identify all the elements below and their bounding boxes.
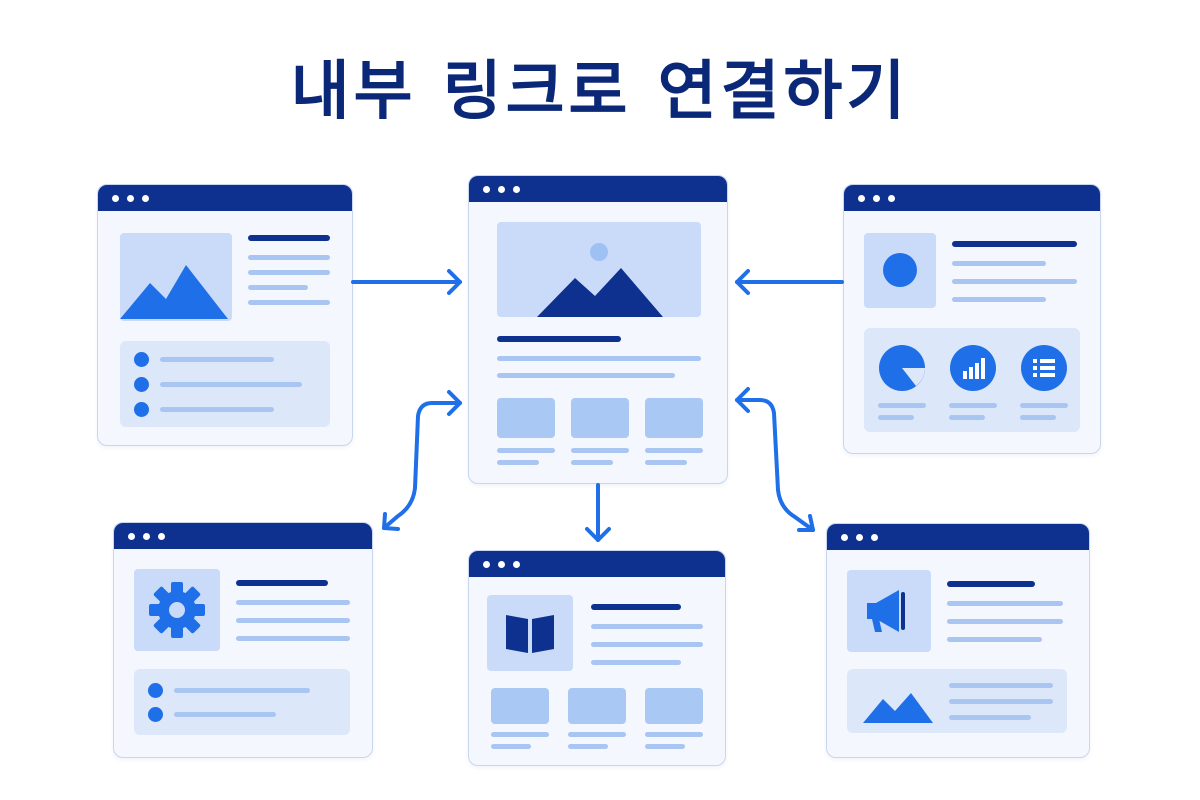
bar-chart-icon xyxy=(950,345,996,391)
arrow-hub-to-settings xyxy=(382,390,462,531)
list-panel xyxy=(134,669,350,735)
list-bullet xyxy=(134,352,149,367)
arrow-left-top-to-hub xyxy=(351,269,462,295)
page-title: 내부 링크로 연결하기 xyxy=(290,55,910,129)
text-line xyxy=(949,715,1031,720)
caption-line xyxy=(645,732,703,737)
content-tile xyxy=(645,688,703,724)
caption-line xyxy=(878,415,914,420)
text-line xyxy=(952,261,1046,266)
media-panel xyxy=(847,669,1067,733)
book-page-window xyxy=(468,550,726,766)
text-line xyxy=(952,297,1046,302)
text-line xyxy=(248,285,308,290)
text-line xyxy=(236,600,350,605)
caption-line xyxy=(571,460,613,465)
caption-line xyxy=(645,460,687,465)
circle-icon xyxy=(883,253,917,287)
list-bullet xyxy=(134,402,149,417)
window-title-bar xyxy=(844,185,1100,211)
list-icon xyxy=(1021,345,1067,391)
arrow-hub-to-book xyxy=(585,483,611,542)
content-tile xyxy=(497,398,555,438)
arrow-hub-to-announcement xyxy=(735,387,815,532)
image-placeholder xyxy=(487,595,573,671)
text-line xyxy=(591,642,703,647)
text-line xyxy=(949,699,1053,704)
caption-line xyxy=(645,744,685,749)
list-line xyxy=(160,357,274,362)
list-line xyxy=(174,712,276,717)
mountain-image-icon xyxy=(863,693,933,723)
image-placeholder xyxy=(120,233,232,321)
window-title-bar xyxy=(469,176,727,202)
list-bullet xyxy=(134,377,149,392)
image-placeholder xyxy=(864,233,936,308)
list-bullet xyxy=(148,683,163,698)
caption-line xyxy=(1020,403,1068,408)
text-line xyxy=(947,601,1063,606)
settings-page-window xyxy=(113,522,373,758)
caption-line xyxy=(491,744,531,749)
list-bullet xyxy=(148,707,163,722)
window-title-bar xyxy=(98,185,352,211)
text-line xyxy=(248,255,330,260)
text-line xyxy=(497,356,701,361)
caption-line xyxy=(491,732,549,737)
caption-line xyxy=(568,732,626,737)
text-line xyxy=(952,279,1077,284)
hero-image-placeholder xyxy=(497,222,701,317)
content-tile xyxy=(568,688,626,724)
right-top-page-window xyxy=(843,184,1101,454)
text-line xyxy=(236,636,350,641)
text-line xyxy=(497,373,675,378)
megaphone-icon xyxy=(867,590,905,632)
caption-line xyxy=(645,448,703,453)
caption-line xyxy=(878,403,926,408)
heading-line xyxy=(236,580,328,586)
content-tile xyxy=(571,398,629,438)
caption-line xyxy=(949,415,985,420)
window-title-bar xyxy=(114,523,372,549)
stats-panel xyxy=(864,328,1080,432)
book-icon xyxy=(506,615,554,653)
list-line xyxy=(160,382,302,387)
image-placeholder xyxy=(847,570,931,652)
mountain-image-icon xyxy=(120,265,228,319)
window-title-bar xyxy=(827,524,1089,550)
announcement-page-window xyxy=(826,523,1090,758)
heading-line xyxy=(947,581,1035,587)
center-hub-page-window xyxy=(468,175,728,484)
mountain-image-icon xyxy=(537,243,663,317)
caption-line xyxy=(571,448,629,453)
text-line xyxy=(236,618,350,623)
caption-line xyxy=(497,460,539,465)
caption-line xyxy=(1020,415,1056,420)
gear-icon xyxy=(149,582,205,638)
pie-chart-icon xyxy=(879,345,925,391)
list-line xyxy=(160,407,274,412)
caption-line xyxy=(497,448,555,453)
heading-line xyxy=(591,604,681,610)
text-line xyxy=(591,624,703,629)
left-top-page-window xyxy=(97,184,353,446)
window-title-bar xyxy=(469,551,725,577)
heading-line xyxy=(952,241,1077,247)
text-line xyxy=(947,637,1042,642)
content-tile xyxy=(491,688,549,724)
content-tile xyxy=(645,398,703,438)
list-line xyxy=(174,688,310,693)
image-placeholder xyxy=(134,569,220,651)
text-line xyxy=(947,619,1063,624)
text-line xyxy=(248,300,330,305)
caption-line xyxy=(568,744,608,749)
heading-line xyxy=(248,235,330,241)
arrow-right-top-to-hub xyxy=(735,269,844,295)
text-line xyxy=(949,683,1053,688)
heading-line xyxy=(497,336,621,342)
caption-line xyxy=(949,403,997,408)
list-panel xyxy=(120,341,330,427)
text-line xyxy=(591,660,681,665)
text-line xyxy=(248,270,330,275)
